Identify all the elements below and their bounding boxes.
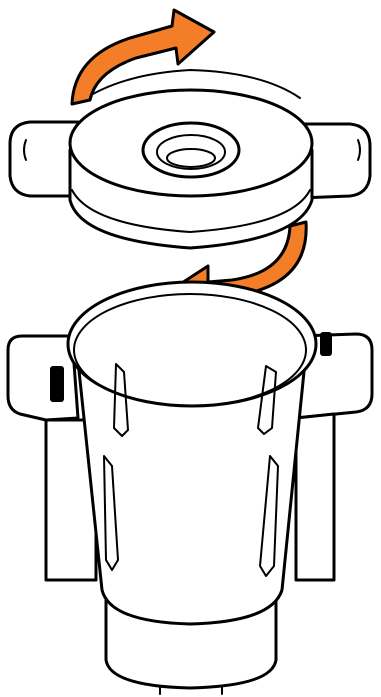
jug <box>8 282 372 694</box>
right-latch <box>320 332 332 356</box>
left-latch <box>50 366 64 402</box>
lid <box>10 70 370 248</box>
